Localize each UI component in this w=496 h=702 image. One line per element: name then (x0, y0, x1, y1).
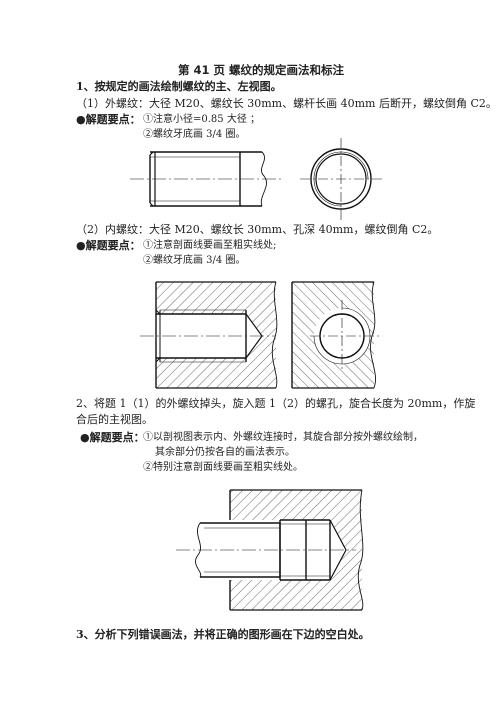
question-1-2-prompt: （2）内螺纹：大径 M20、螺纹长 30mm、孔深 40mm，螺纹倒角 C2。 (76, 223, 439, 236)
page-title: 第 41 页 螺纹的规定画法和标注 (178, 63, 345, 77)
key-point-text: ②螺纹牙底画 3/4 圈。 (143, 129, 246, 140)
question-2-heading-cont: 合后的主视图。 (76, 413, 153, 426)
external-thread-left-view (300, 138, 382, 220)
question-2-heading: 2、将题 1（1）的外螺纹掉头，旋入题 1（2）的螺孔，旋合长度为 20mm，作… (76, 397, 476, 410)
key-point-text: ①以剖视图表示内、外螺纹连接时，其旋合部分按外螺纹绘制， (143, 432, 423, 443)
key-point-text: ①注意剖面线要画至粗实线处; (143, 240, 277, 251)
thread-connection-section-view (176, 489, 364, 611)
question-1-heading: 1、按规定的画法绘制螺纹的主、左视图。 (76, 80, 282, 93)
internal-thread-left-view (291, 281, 380, 389)
key-points-label: ●解题要点： (76, 239, 141, 252)
key-point-text: ①注意小径=0.85 大径 ； (143, 114, 261, 125)
question-3-heading: 3、分析下列错误画法，并将正确的图形画在下边的空白处。 (76, 628, 370, 641)
key-point-text: ②螺纹牙底画 3/4 圈。 (143, 255, 246, 266)
key-point-text: 其余部分仍按各自的画法表示。 (155, 447, 295, 458)
internal-thread-section-view (140, 281, 278, 389)
key-point-text: ②特别注意剖面线要画至粗实线处。 (143, 462, 303, 473)
external-thread-front-view (130, 151, 282, 207)
question-1-1-prompt: （1）外螺纹：大径 M20、螺纹长 30mm、螺杆长画 40mm 后断开，螺纹倒… (76, 97, 496, 110)
key-points-label: ●解题要点： (80, 431, 145, 444)
key-points-label: ●解题要点： (76, 113, 141, 126)
